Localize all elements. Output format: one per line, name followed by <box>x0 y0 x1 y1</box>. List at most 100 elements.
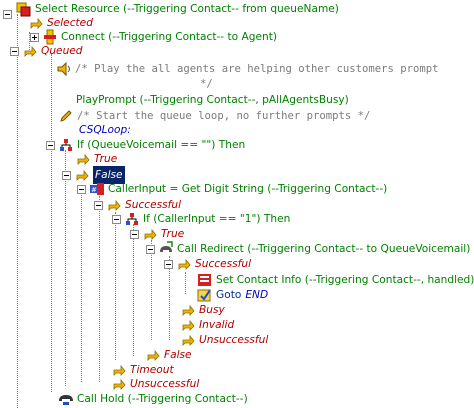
tree-guide <box>17 14 18 408</box>
tree-row-successful[interactable]: Successful <box>94 196 181 214</box>
tree-row-connect[interactable]: Connect (--Triggering Contact-- to Agent… <box>30 28 277 46</box>
tree-row-successful[interactable]: Successful <box>164 255 251 273</box>
branch-label: Successful <box>125 199 182 211</box>
comment-text: /* Play the all agents are helping other… <box>75 63 439 75</box>
tree-row-invalid[interactable]: Invalid <box>180 316 234 334</box>
tree-row-true[interactable]: True <box>75 150 117 168</box>
tree-guide <box>99 196 100 382</box>
tree-row-busy[interactable]: Busy <box>180 301 225 319</box>
tree-row-comment[interactable]: /* Play the all agents are helping other… <box>56 60 439 78</box>
branch-label: Successful <box>195 258 252 270</box>
tree-row-goto[interactable]: Goto END <box>197 286 268 304</box>
connect-icon <box>42 29 58 45</box>
branch-label: True <box>94 153 118 165</box>
tree-row-unsuccessful[interactable]: Unsuccessful <box>111 375 199 393</box>
step-label: If (QueueVoicemail == "") Then <box>77 139 246 151</box>
if-icon <box>58 137 74 153</box>
branch-arrow-icon <box>74 167 90 183</box>
step-label: CallerInput = Get Digit String (--Trigge… <box>108 183 388 195</box>
comment-pencil-icon <box>58 108 74 124</box>
branch-label: Unsuccessful <box>130 378 200 390</box>
tree-guide <box>151 240 152 340</box>
step-label: If (CallerInput == "1") Then <box>143 213 291 225</box>
step-label: Select Resource (--Triggering Contact-- … <box>35 3 339 15</box>
branch-label: Unsuccessful <box>199 334 269 346</box>
branch-arrow-icon <box>176 256 192 272</box>
branch-label: Timeout <box>130 364 174 376</box>
tree-guide <box>133 224 134 356</box>
collapse-toggle[interactable] <box>77 184 86 194</box>
call-hold-icon <box>58 391 74 407</box>
branch-label: Busy <box>199 304 225 316</box>
tree-row-comment-cont: */ <box>200 75 213 93</box>
tree-row-if[interactable]: If (QueueVoicemail == "") Then <box>46 136 245 154</box>
branch-arrow-icon <box>142 226 158 242</box>
call-redirect-icon <box>158 241 174 257</box>
tree-row-unsuccessful[interactable]: Unsuccessful <box>180 331 268 349</box>
collapse-toggle[interactable] <box>164 259 173 269</box>
select-resource-icon <box>16 1 32 17</box>
collapse-toggle[interactable] <box>130 229 139 239</box>
tree-row-call-redirect[interactable]: Call Redirect (--Triggering Contact-- to… <box>146 240 470 258</box>
tree-row-playprompt[interactable]: PlayPrompt (--Triggering Contact--, pAll… <box>76 91 349 109</box>
collapse-toggle[interactable] <box>62 170 71 180</box>
tree-row-set-contact-info[interactable]: Set Contact Info (--Triggering Contact--… <box>197 271 474 289</box>
contact-info-icon <box>197 272 213 288</box>
tree-row-select-resource[interactable]: Select Resource (--Triggering Contact-- … <box>3 0 339 19</box>
step-label: Connect (--Triggering Contact-- to Agent… <box>61 31 277 43</box>
branch-arrow-icon <box>111 362 127 378</box>
comment-text: /* Start the queue loop, no further prom… <box>77 110 371 122</box>
branch-arrow-icon <box>106 197 122 213</box>
branch-arrow-icon <box>75 151 91 167</box>
branch-arrow-icon <box>180 332 196 348</box>
branch-label: Invalid <box>199 319 235 331</box>
step-label: PlayPrompt (--Triggering Contact--, pAll… <box>76 94 349 106</box>
collapse-toggle[interactable] <box>46 140 55 150</box>
tree-row-true[interactable]: True <box>130 225 184 243</box>
branch-label: Selected <box>47 17 93 29</box>
tree-guide <box>51 54 52 392</box>
label-text: CSQLoop: <box>79 124 131 136</box>
branch-arrow-icon <box>22 43 38 59</box>
tree-row-call-hold[interactable]: Call Hold (--Triggering Contact--) <box>58 390 248 408</box>
goto-icon <box>197 287 213 303</box>
branch-label: False <box>164 349 192 361</box>
collapse-toggle[interactable] <box>3 9 12 19</box>
branch-arrow-icon <box>180 302 196 318</box>
branch-arrow-icon <box>145 347 161 363</box>
collapse-toggle[interactable] <box>112 214 121 224</box>
tree-row-false[interactable]: False <box>145 346 192 364</box>
if-icon <box>124 211 140 227</box>
branch-label: False <box>93 166 125 184</box>
tree-row-get-digit[interactable]: # CallerInput = Get Digit String (--Trig… <box>77 180 387 198</box>
step-label: Call Hold (--Triggering Contact--) <box>77 393 248 405</box>
speaker-icon <box>56 61 72 77</box>
tree-row-if-callerinput[interactable]: If (CallerInput == "1") Then <box>112 210 290 228</box>
tree-row-false-selected[interactable]: False <box>62 166 125 184</box>
tree-guide <box>169 256 170 340</box>
goto-target: END <box>245 289 269 301</box>
tree-row-timeout[interactable]: Timeout <box>111 361 174 379</box>
collapse-toggle[interactable] <box>94 200 103 210</box>
comment-text: */ <box>200 78 213 90</box>
step-label: Call Redirect (--Triggering Contact-- to… <box>177 243 471 255</box>
tree-guide <box>115 212 116 360</box>
expand-toggle[interactable] <box>30 32 39 42</box>
collapse-toggle[interactable] <box>146 244 155 254</box>
tree-guide <box>65 150 66 386</box>
goto-keyword: Goto <box>216 289 242 301</box>
svg-text:#: # <box>91 186 97 194</box>
tree-guide <box>29 32 30 50</box>
branch-arrow-icon <box>28 15 44 31</box>
tree-row-queued[interactable]: Queued <box>10 42 83 60</box>
get-digit-string-icon: # <box>89 181 105 197</box>
tree-row-label[interactable]: CSQLoop: <box>79 121 131 139</box>
collapse-toggle[interactable] <box>10 46 19 56</box>
tree-row-selected[interactable]: Selected <box>28 14 93 32</box>
tree-row-comment[interactable]: /* Start the queue loop, no further prom… <box>58 107 370 125</box>
branch-label: True <box>161 228 185 240</box>
branch-arrow-icon <box>180 317 196 333</box>
step-label: Set Contact Info (--Triggering Contact--… <box>216 274 474 286</box>
branch-label: Queued <box>41 45 83 57</box>
tree-guide <box>185 272 186 294</box>
